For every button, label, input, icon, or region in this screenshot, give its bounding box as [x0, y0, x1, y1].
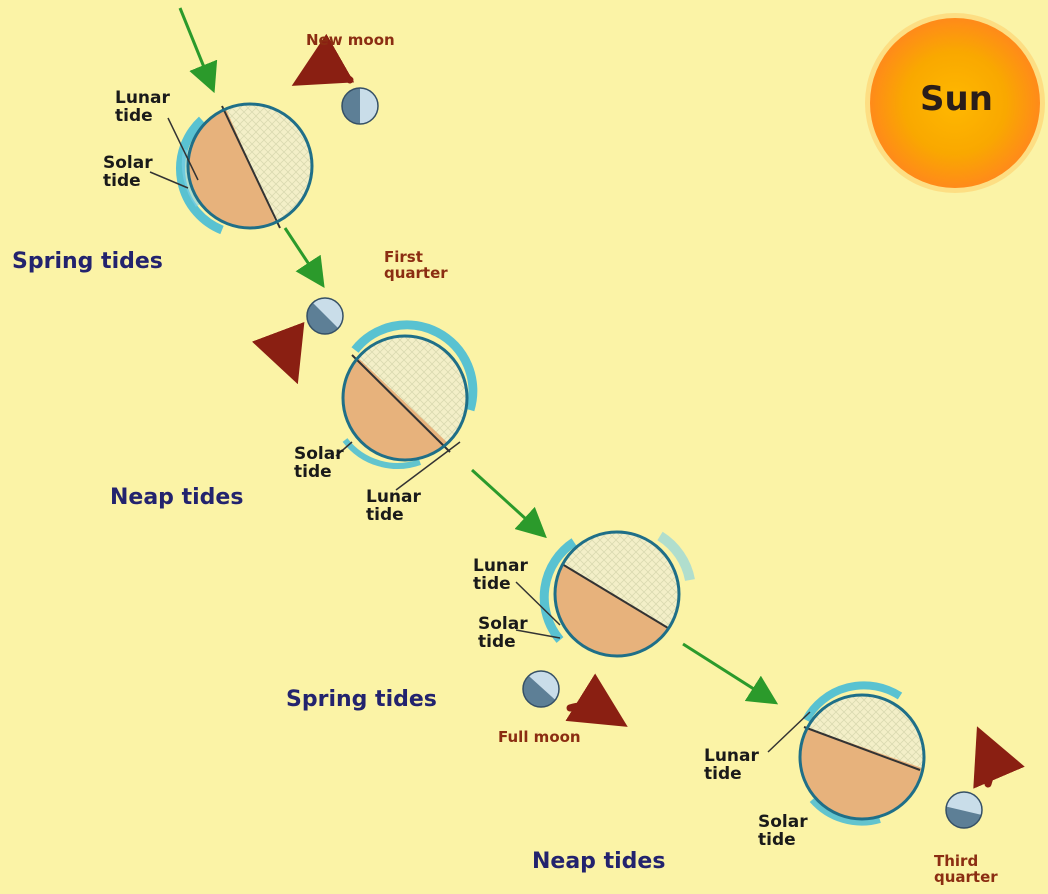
moon-third-quarter: [945, 791, 983, 829]
leader-lines: [149, 117, 811, 753]
sun: [865, 13, 1045, 193]
leader-line: [149, 171, 189, 189]
solar-tide-label: Solar tide: [758, 812, 808, 850]
orbit-arrow: [178, 7, 218, 94]
solar-tide-label: Solar tide: [478, 614, 528, 652]
earth-spring-2: [539, 530, 695, 658]
group-label-neap-2: Neap tides: [532, 849, 666, 874]
sun-label: Sun: [920, 79, 993, 119]
orbit-arrow: [682, 642, 779, 705]
moon-arrow: [973, 726, 1025, 789]
moon-arrow: [565, 673, 628, 727]
phase-label-third-quarter: Third quarter: [934, 852, 998, 886]
group-label-spring-1: Spring tides: [12, 249, 163, 274]
moon-first-quarter: [306, 297, 344, 335]
leader-line: [167, 117, 199, 181]
leader-line: [395, 441, 461, 491]
leader-line: [767, 711, 811, 753]
moon-arrows: [251, 33, 1025, 789]
moon-full: [522, 670, 560, 708]
moon-arrow: [291, 33, 355, 86]
solar-tide-label: Solar tide: [294, 444, 344, 482]
leader-line: [335, 441, 353, 457]
group-label-neap-1: Neap tides: [110, 485, 244, 510]
phase-label-full-moon: Full moon: [498, 728, 581, 746]
orbit-arrows: [178, 7, 779, 705]
lunar-tide-label: Lunar tide: [704, 746, 759, 784]
earth-neap-2: [798, 681, 926, 826]
earth-neap-1: [341, 320, 478, 469]
moon-arrow: [251, 321, 305, 385]
moon-new: [341, 87, 379, 125]
orbit-arrow: [283, 227, 325, 289]
solar-tide-label: Solar tide: [103, 153, 153, 191]
phase-label-new-moon: New moon: [306, 31, 395, 49]
earth-spring-1: [176, 102, 314, 235]
group-label-spring-2: Spring tides: [286, 687, 437, 712]
leader-line: [515, 581, 561, 626]
leader-line: [515, 629, 561, 639]
lunar-tide-label: Lunar tide: [366, 487, 421, 525]
lunar-tide-label: Lunar tide: [473, 556, 528, 594]
orbit-arrow: [470, 468, 547, 539]
lunar-tide-label: Lunar tide: [115, 88, 170, 126]
phase-label-first-quarter: First quarter: [384, 248, 448, 282]
